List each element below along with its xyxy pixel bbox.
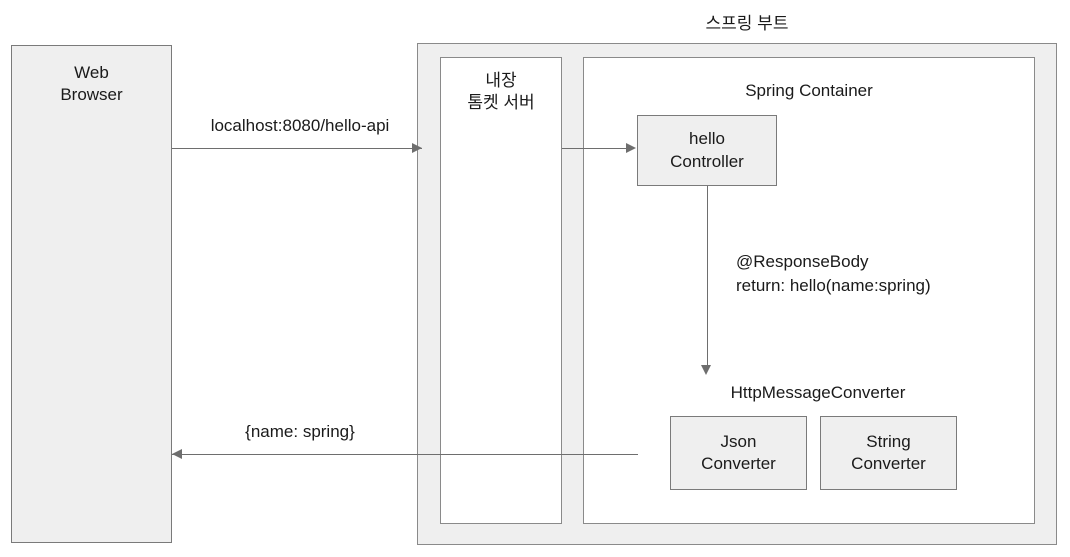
edge-request-line <box>172 148 422 149</box>
label-http-message-converter: HttpMessageConverter <box>730 383 906 402</box>
diagram-title: 스프링 부트 <box>705 14 789 33</box>
node-hello-controller: hello Controller <box>637 115 777 186</box>
edge-responsebody-arrowhead <box>701 365 711 375</box>
node-string-converter: String Converter <box>820 416 957 490</box>
edge-dispatch-arrowhead <box>626 143 636 153</box>
node-embedded-tomcat: 내장 톰켓 서버 <box>440 57 562 524</box>
edge-response-line <box>172 454 638 455</box>
edge-request-arrowhead <box>412 143 422 153</box>
node-web-browser: Web Browser <box>11 45 172 543</box>
edge-request-label: localhost:8080/hello-api <box>210 116 390 135</box>
edge-responsebody-label: @ResponseBody return: hello(name:spring) <box>736 252 931 295</box>
node-json-converter: Json Converter <box>670 416 807 490</box>
edge-dispatch-line <box>562 148 627 149</box>
edge-responsebody-line <box>707 186 708 367</box>
edge-response-label: {name: spring} <box>245 422 355 441</box>
edge-response-arrowhead <box>172 449 182 459</box>
